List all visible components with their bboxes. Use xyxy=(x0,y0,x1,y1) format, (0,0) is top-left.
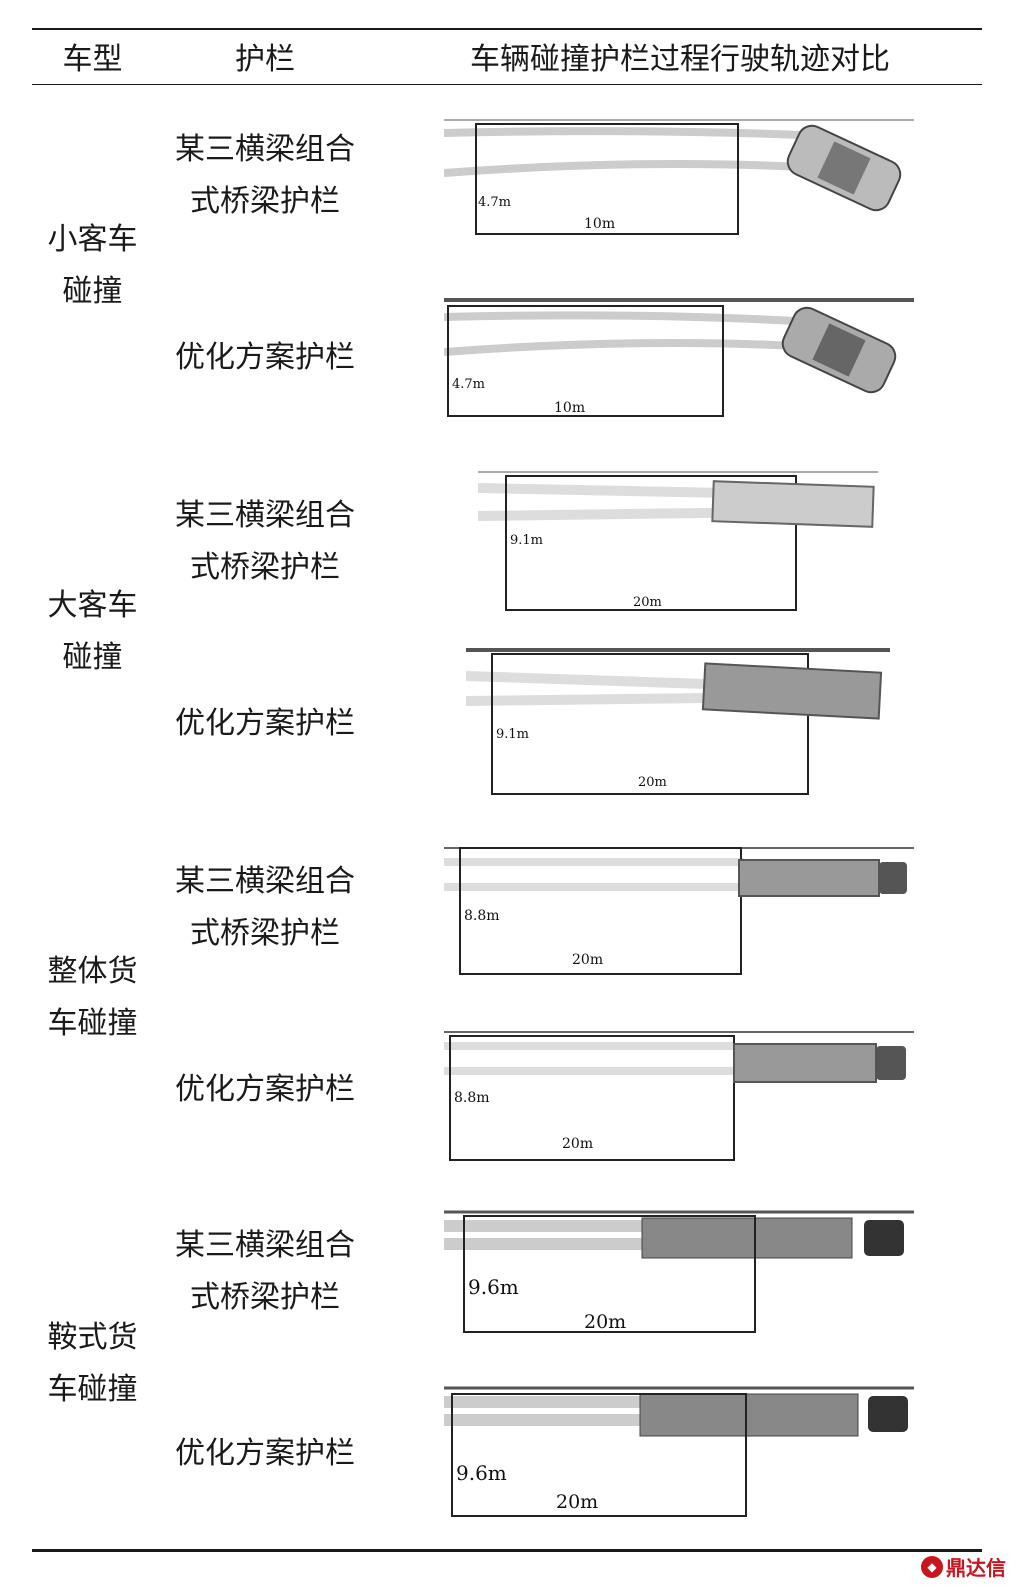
vehicle-type-cell: 大客车 碰撞 xyxy=(47,588,138,675)
trajectory-panel: 9.6m 20m xyxy=(444,1382,914,1522)
length-label: 20m xyxy=(562,1136,593,1152)
height-label: 8.8m xyxy=(464,908,500,924)
guardrail-cell: 优化方案护栏 xyxy=(175,340,355,375)
guardrail-cell: 某三横梁组合 式桥梁护栏 xyxy=(175,864,355,951)
trajectory-panel: 9.1m 20m xyxy=(466,646,890,804)
truck-cab-icon xyxy=(879,862,907,894)
height-label: 9.6m xyxy=(468,1275,519,1299)
trailer-icon xyxy=(639,1393,859,1437)
guardrail-cell: 优化方案护栏 xyxy=(175,706,355,741)
length-label: 10m xyxy=(554,400,585,416)
bottom-rule xyxy=(32,1549,982,1552)
height-label: 8.8m xyxy=(454,1090,490,1106)
length-label: 10m xyxy=(584,216,615,232)
trajectory-panel: 9.1m 20m xyxy=(478,466,878,616)
length-label: 20m xyxy=(638,775,667,790)
car-icon xyxy=(786,124,902,212)
trajectory-panel: 8.8m 20m xyxy=(444,842,914,978)
semitrailer-trajectory-image: 9.6m 20m xyxy=(444,1386,914,1517)
guardrail-cell: 某三横梁组合 式桥梁护栏 xyxy=(175,132,355,219)
bus-icon xyxy=(711,480,875,528)
truck-trajectory-image: 8.8m 20m xyxy=(444,847,914,975)
header-rule xyxy=(32,84,982,85)
tractor-cab-icon xyxy=(868,1396,908,1432)
height-label: 4.7m xyxy=(478,195,511,210)
guardrail-cell: 某三横梁组合 式桥梁护栏 xyxy=(175,1228,355,1315)
vehicle-type-cell: 小客车 碰撞 xyxy=(47,222,138,309)
bus-trajectory-image: 9.1m 20m xyxy=(466,648,890,795)
car-trajectory-image: 4.7m 10m xyxy=(444,298,914,417)
length-label: 20m xyxy=(633,595,662,610)
vehicle-type-cell: 鞍式货 车碰撞 xyxy=(47,1320,138,1407)
truck-cargo-icon xyxy=(738,859,880,897)
vehicle-type-cell: 整体货 车碰撞 xyxy=(47,954,138,1041)
bus-icon xyxy=(701,662,883,720)
car-trajectory-image: 4.7m 10m xyxy=(444,119,914,235)
trajectory-panel: 8.8m 20m xyxy=(444,1026,914,1164)
trajectory-panel: 4.7m 10m xyxy=(444,292,914,428)
guardrail-cell: 某三横梁组合 式桥梁护栏 xyxy=(175,498,355,585)
height-label: 9.6m xyxy=(456,1461,507,1485)
trajectory-panel: 4.7m 10m xyxy=(444,108,914,244)
semitrailer-trajectory-image: 9.6m 20m xyxy=(444,1210,914,1333)
trajectory-panel: 9.6m 20m xyxy=(444,1206,914,1342)
bus-trajectory-image: 9.1m 20m xyxy=(478,471,878,611)
truck-trajectory-image: 8.8m 20m xyxy=(444,1031,914,1161)
height-label: 9.1m xyxy=(510,533,543,548)
header-trajectory-comparison: 车辆碰撞护栏过程行驶轨迹对比 xyxy=(470,42,890,77)
guardrail-cell: 优化方案护栏 xyxy=(175,1436,355,1471)
watermark-logo: ◆ 鼎达信 xyxy=(921,1552,1006,1581)
car-icon xyxy=(781,306,897,394)
truck-cargo-icon xyxy=(733,1043,877,1083)
truck-cab-icon xyxy=(876,1046,906,1080)
length-label: 20m xyxy=(584,1311,626,1333)
height-label: 4.7m xyxy=(452,377,485,392)
trailer-icon xyxy=(641,1217,853,1259)
length-label: 20m xyxy=(556,1491,598,1513)
header-vehicle-type: 车型 xyxy=(62,42,123,77)
length-label: 20m xyxy=(572,952,603,968)
guardrail-cell: 优化方案护栏 xyxy=(175,1072,355,1107)
watermark-logo-icon: ◆ xyxy=(921,1555,943,1578)
tractor-cab-icon xyxy=(864,1220,904,1256)
height-label: 9.1m xyxy=(496,727,529,742)
top-rule xyxy=(32,28,982,30)
watermark-text: 鼎达信 xyxy=(946,1556,1006,1580)
header-guardrail: 护栏 xyxy=(235,42,295,77)
